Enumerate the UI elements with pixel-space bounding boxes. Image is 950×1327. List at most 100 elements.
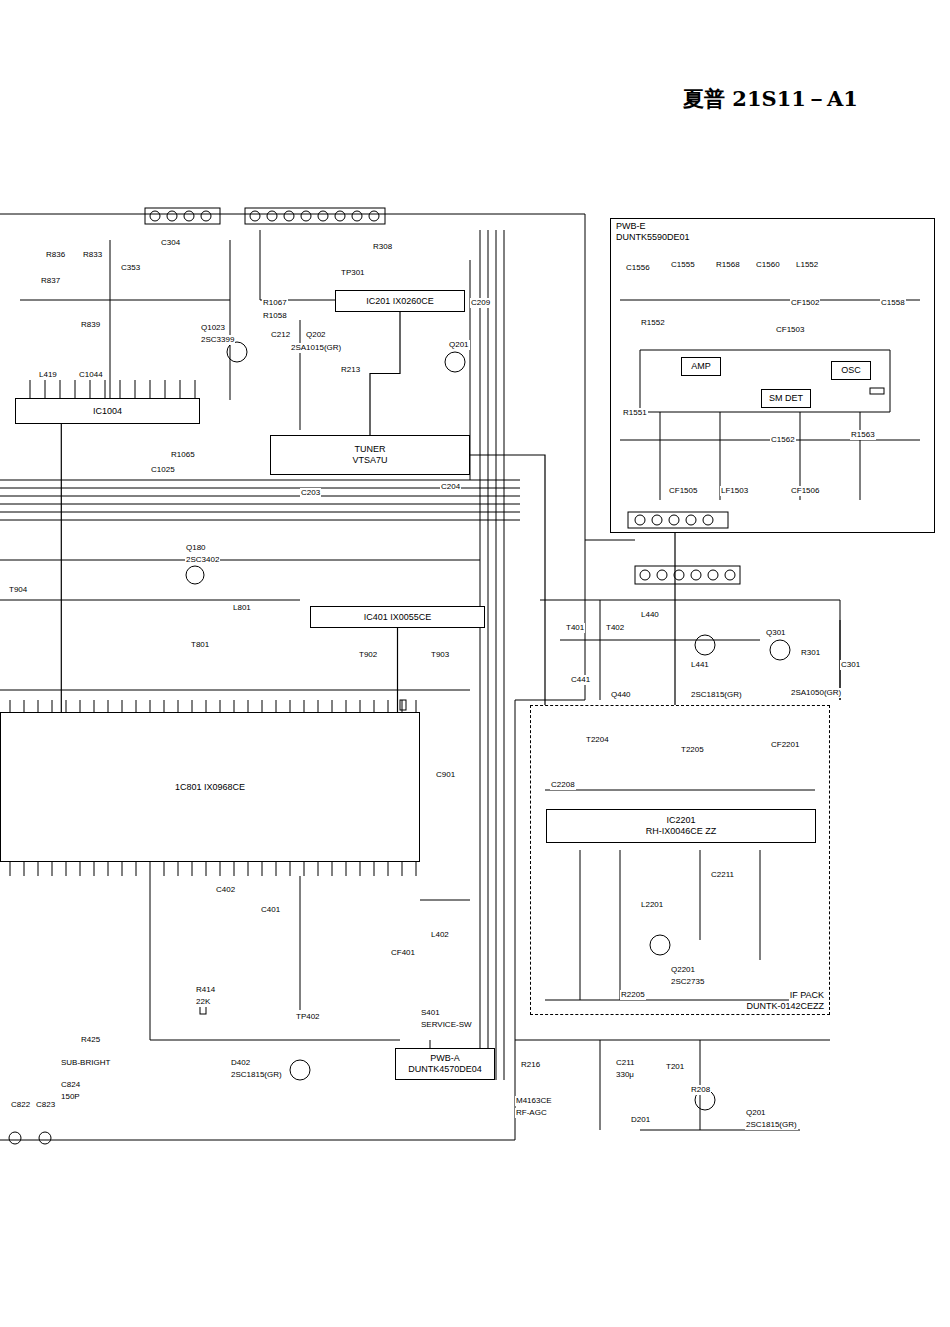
node-text: IF PACK <box>789 990 825 1001</box>
component-label: C401 <box>260 905 281 915</box>
component-label: C1556 <box>625 263 651 273</box>
signal-wire <box>470 455 545 705</box>
component-label: T902 <box>358 650 378 660</box>
component-label: 2SA1015(GR) <box>290 343 342 353</box>
component-label: 2SA1050(GR) <box>790 688 842 698</box>
node-text: 1C801 IX0968CE <box>174 782 246 793</box>
component-label: L402 <box>430 930 450 940</box>
component-label: R1563 <box>850 430 876 440</box>
component-label: C822 <box>10 1100 31 1110</box>
component-label: R1065 <box>170 450 196 460</box>
component-label: L801 <box>232 603 252 613</box>
component-label: C441 <box>570 675 591 685</box>
component-label: C901 <box>435 770 456 780</box>
node-text: OSC <box>840 365 862 376</box>
component-label: R301 <box>800 648 821 658</box>
component-label: R1067 <box>262 298 288 308</box>
component-label: L441 <box>690 660 710 670</box>
block-box: AMP <box>681 357 721 376</box>
component-label: C1562 <box>770 435 796 445</box>
component-label: C212 <box>270 330 291 340</box>
component-label: R414 <box>195 985 216 995</box>
component-label: T401 <box>565 623 585 633</box>
component-label: CF1503 <box>775 325 805 335</box>
node-text: RH-IX0046CE ZZ <box>645 826 718 837</box>
component-label: Q2201 <box>670 965 696 975</box>
node-text: TUNER <box>354 444 387 455</box>
component-label: C824 <box>60 1080 81 1090</box>
node-text: IC1004 <box>92 406 123 417</box>
block-box: OSC <box>831 361 871 380</box>
component-label: 2SC3402 <box>185 555 220 565</box>
component-label: SERVICE-SW <box>420 1020 473 1030</box>
component-label: Q180 <box>185 543 207 553</box>
component-label: T904 <box>8 585 28 595</box>
component-label: R2205 <box>620 990 646 1000</box>
component-label: 2SC1815(GR) <box>690 690 743 700</box>
signal-wire <box>61 424 62 712</box>
component-label: D402 <box>230 1058 251 1068</box>
component-label: C304 <box>160 238 181 248</box>
connector <box>145 208 220 224</box>
signal-wire <box>674 533 675 705</box>
component-label: 2SC1815(GR) <box>745 1120 798 1130</box>
component-label: S401 <box>420 1008 441 1018</box>
component-label: M4163CE <box>515 1096 553 1106</box>
component-label: T2204 <box>585 735 610 745</box>
node-text: IC401 IX0055CE <box>363 612 433 623</box>
component-label: C2211 <box>710 870 735 880</box>
component-label: TP402 <box>295 1012 321 1022</box>
signal-wire <box>370 312 400 435</box>
component-label: Q440 <box>610 690 632 700</box>
component-label: CF1506 <box>790 486 820 496</box>
component-label: LF1503 <box>720 486 749 496</box>
component-label: R836 <box>45 250 66 260</box>
component-label: L1552 <box>795 260 819 270</box>
component-label: RF-AGC <box>515 1108 548 1118</box>
node-text: VTSA7U <box>351 455 388 466</box>
component-label: R1552 <box>640 318 666 328</box>
component-label: T801 <box>190 640 210 650</box>
component-label: CF1505 <box>668 486 698 496</box>
connector <box>245 208 385 224</box>
component-label: Q201 <box>448 340 470 350</box>
ic-box: 1C801 IX0968CE <box>0 712 420 862</box>
component-label: Q301 <box>765 628 787 638</box>
component-label: C823 <box>35 1100 56 1110</box>
component-label: C211 <box>615 1058 636 1068</box>
component-label: C1555 <box>670 260 696 270</box>
component-label: R208 <box>690 1085 711 1095</box>
node-text: IC2201 <box>665 815 696 826</box>
component-label: C353 <box>120 263 141 273</box>
ic-box: IC2201RH-IX0046CE ZZ <box>546 809 816 843</box>
component-label: C1558 <box>880 298 906 308</box>
component-label: 22K <box>195 997 211 1007</box>
node-text: SM DET <box>768 393 804 404</box>
component-label: CF401 <box>390 948 416 958</box>
block-box: SM DET <box>761 389 811 408</box>
component-label: C209 <box>470 298 491 308</box>
node-text: DUNTK5590DE01 <box>615 232 691 243</box>
component-label: L440 <box>640 610 660 620</box>
component-label: R1551 <box>622 408 648 418</box>
component-label: T2205 <box>680 745 705 755</box>
node-text: IC201 IX0260CE <box>365 296 435 307</box>
component-label: R213 <box>340 365 361 375</box>
component-label: CF1502 <box>790 298 820 308</box>
component-label: 330μ <box>615 1070 635 1080</box>
component-label: C1044 <box>78 370 104 380</box>
component-label: Q201 <box>745 1108 767 1118</box>
node-text: AMP <box>690 361 712 372</box>
component-label: D201 <box>630 1115 651 1125</box>
component-label: CF2201 <box>770 740 800 750</box>
node-text: DUNTK-0142CEZZ <box>745 1001 825 1012</box>
component-label: Q1023 <box>200 323 226 333</box>
node-text: DUNTK4570DE04 <box>407 1064 483 1075</box>
node-text: PWB-A <box>429 1053 461 1064</box>
component-label: R833 <box>82 250 103 260</box>
ic-box: IC1004 <box>15 398 200 424</box>
component-label: R425 <box>80 1035 101 1045</box>
component-label: 2SC1815(GR) <box>230 1070 283 1080</box>
component-label: 2SC3399 <box>200 335 235 345</box>
